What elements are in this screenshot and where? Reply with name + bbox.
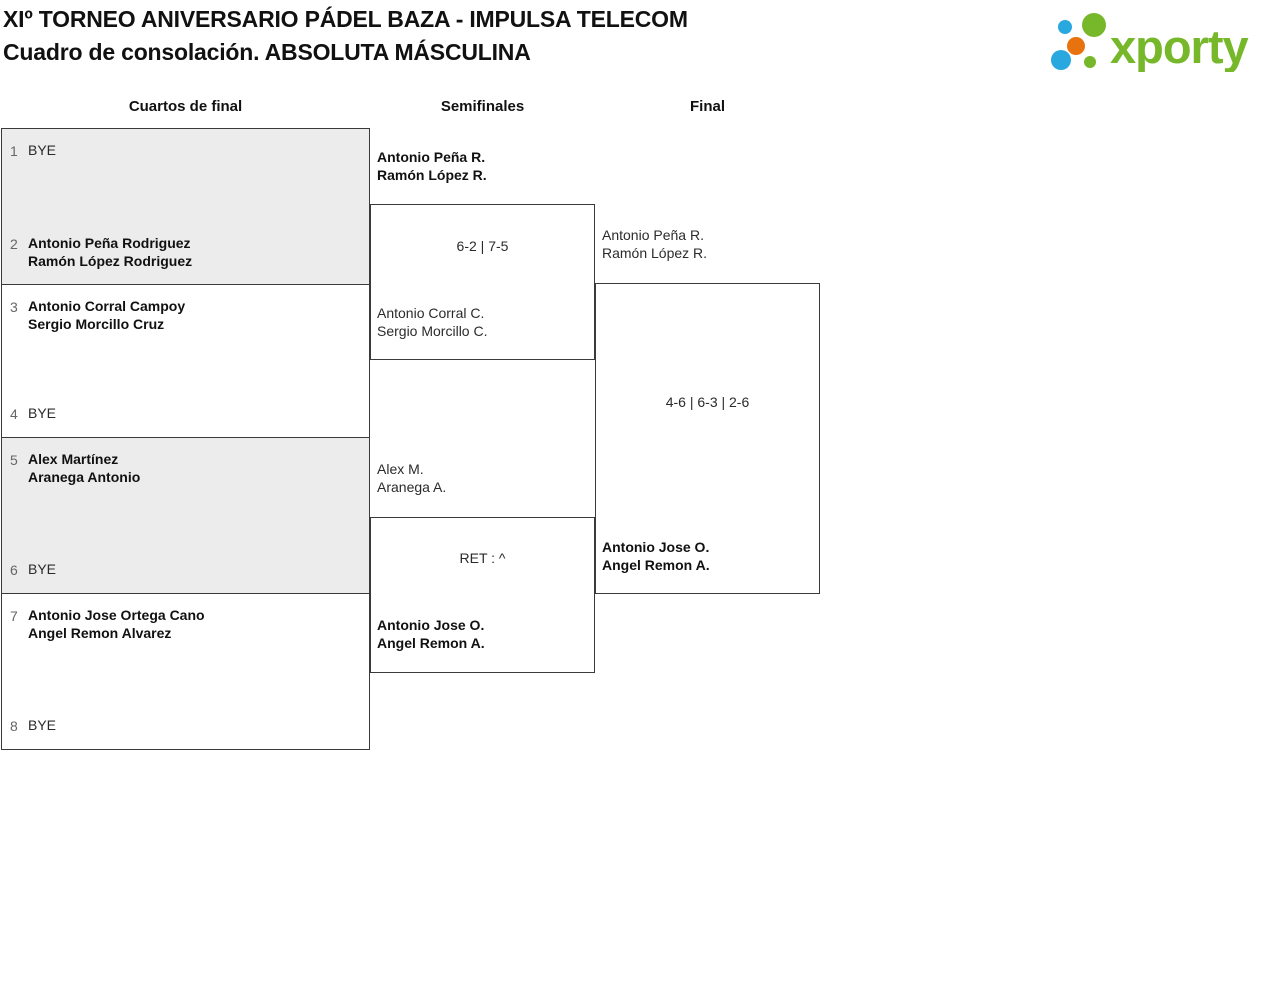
bracket-entrant: 7 Antonio Jose Ortega Cano Angel Remon A… bbox=[10, 606, 361, 642]
bracket-entrant: 1 BYE bbox=[10, 141, 361, 160]
match-box-final bbox=[595, 283, 820, 594]
team-name: Antonio Peña Rodriguez Ramón López Rodri… bbox=[28, 235, 193, 269]
seed-number: 3 bbox=[10, 299, 18, 315]
sf1-score: 6-2 | 7-5 bbox=[456, 238, 509, 254]
match-box-sf-2 bbox=[370, 517, 595, 673]
page-title: XIº TORNEO ANIVERSARIO PÁDEL BAZA - IMPU… bbox=[3, 3, 688, 69]
team-name: BYE bbox=[28, 717, 57, 733]
round-header-semifinales: Semifinales bbox=[440, 98, 525, 115]
final-bottom-team: Antonio Jose O. Angel Remon A. bbox=[602, 539, 710, 573]
seed-number: 6 bbox=[10, 562, 18, 578]
team-name: Antonio Corral Campoy Sergio Morcillo Cr… bbox=[28, 298, 186, 332]
bracket-entrant: 2 Antonio Peña Rodriguez Ramón López Rod… bbox=[10, 234, 361, 270]
team-name: Antonio Jose Ortega Cano Angel Remon Alv… bbox=[28, 607, 205, 641]
xporty-logo-text: xporty bbox=[1110, 20, 1249, 72]
round-header-cuartos: Cuartos de final bbox=[128, 98, 243, 115]
bracket-subtitle: Cuadro de consolación. ABSOLUTA MÁSCULIN… bbox=[3, 39, 531, 65]
match-box-qf-1: 1 BYE 2 Antonio Peña Rodriguez Ramón Lóp… bbox=[1, 128, 370, 285]
round-header-final: Final bbox=[689, 98, 725, 115]
seed-number: 8 bbox=[10, 718, 18, 734]
sf2-bottom-team: Antonio Jose O. Angel Remon A. bbox=[377, 617, 485, 651]
match-box-qf-2: 3 Antonio Corral Campoy Sergio Morcillo … bbox=[1, 284, 370, 438]
sf2-top-team: Alex M. Aranega A. bbox=[377, 461, 447, 495]
seed-number: 4 bbox=[10, 406, 18, 422]
bracket-entrant: 5 Alex Martínez Aranega Antonio bbox=[10, 450, 361, 486]
final-score: 4-6 | 6-3 | 2-6 bbox=[665, 394, 750, 410]
xporty-logo-icon: xporty bbox=[1051, 13, 1250, 73]
seed-number: 2 bbox=[10, 236, 18, 252]
seed-number: 1 bbox=[10, 143, 18, 159]
sf1-top-team: Antonio Peña R. Ramón López R. bbox=[377, 149, 487, 183]
match-box-sf-1 bbox=[370, 204, 595, 360]
team-name: Alex Martínez Aranega Antonio bbox=[28, 451, 141, 485]
tournament-title: XIº TORNEO ANIVERSARIO PÁDEL BAZA - IMPU… bbox=[3, 6, 688, 32]
sf2-score: RET : ^ bbox=[459, 550, 506, 566]
match-box-qf-3: 5 Alex Martínez Aranega Antonio 6 BYE bbox=[1, 437, 370, 594]
seed-number: 5 bbox=[10, 452, 18, 468]
bracket-entrant: 3 Antonio Corral Campoy Sergio Morcillo … bbox=[10, 297, 361, 333]
xporty-logo[interactable]: xporty bbox=[1038, 6, 1274, 77]
final-top-team: Antonio Peña R. Ramón López R. bbox=[602, 227, 708, 261]
bracket-entrant: 8 BYE bbox=[10, 716, 361, 735]
team-name: BYE bbox=[28, 142, 57, 158]
match-box-qf-4: 7 Antonio Jose Ortega Cano Angel Remon A… bbox=[1, 593, 370, 750]
team-name: BYE bbox=[28, 405, 57, 421]
sf1-bottom-team: Antonio Corral C. Sergio Morcillo C. bbox=[377, 305, 488, 339]
seed-number: 7 bbox=[10, 608, 18, 624]
team-name: BYE bbox=[28, 561, 57, 577]
bracket-entrant: 4 BYE bbox=[10, 404, 361, 423]
bracket-entrant: 6 BYE bbox=[10, 560, 361, 579]
